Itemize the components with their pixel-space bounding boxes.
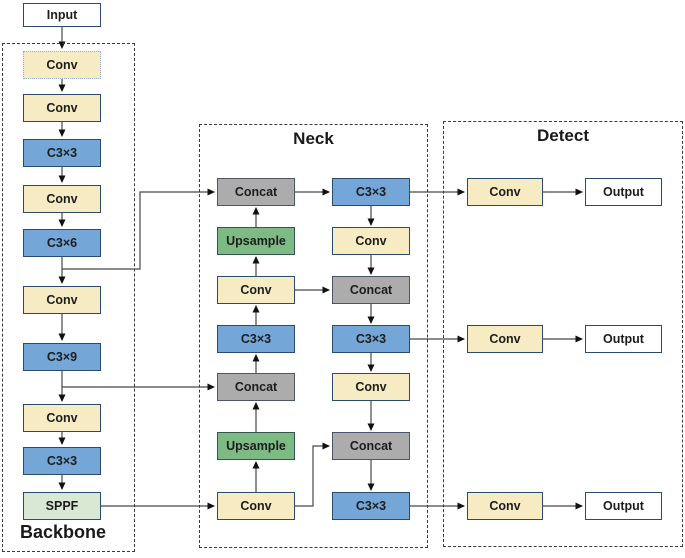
neck-conv-mid-node: Conv xyxy=(217,276,295,304)
backbone-conv-2-node: Conv xyxy=(23,185,101,213)
neck-concat-bottom-node: Concat xyxy=(332,432,410,460)
detect-conv-row3-node: Conv xyxy=(467,492,543,520)
backbone-c3x9-node: C3×9 xyxy=(23,343,101,371)
detect-output-row1-node: Output xyxy=(585,178,662,206)
backbone-section-label: Backbone xyxy=(20,522,107,542)
neck-upsample-top-node: Upsample xyxy=(217,227,295,255)
neck-upsample-bottom-node: Upsample xyxy=(217,432,295,460)
backbone-c3x3-2-node: C3×3 xyxy=(23,447,101,475)
neck-conv-right-top-node: Conv xyxy=(332,227,410,255)
backbone-section-frame xyxy=(2,43,135,552)
neck-concat-right-node: Concat xyxy=(332,276,410,304)
neck-c3x3-out-bottom-node: C3×3 xyxy=(332,492,410,520)
detect-conv-row2-node: Conv xyxy=(467,325,543,353)
neck-c3x3-out-top-node: C3×3 xyxy=(332,178,410,206)
backbone-sppf-node: SPPF xyxy=(23,492,101,520)
neck-section-frame xyxy=(199,124,428,548)
detect-section-frame xyxy=(443,121,683,547)
backbone-conv-1-node: Conv xyxy=(23,94,101,122)
detect-conv-row1-node: Conv xyxy=(467,178,543,206)
neck-section-label: Neck xyxy=(293,129,334,148)
neck-c3x3-out-mid-node: C3×3 xyxy=(332,325,410,353)
neck-conv-right-low-node: Conv xyxy=(332,373,410,401)
detect-output-row2-node: Output xyxy=(585,325,662,353)
neck-conv-bottom-node: Conv xyxy=(217,492,295,520)
backbone-conv-stem-node: Conv xyxy=(23,51,101,79)
input-node: Input xyxy=(23,3,101,27)
backbone-c3x3-node: C3×3 xyxy=(23,139,101,167)
detect-output-row3-node: Output xyxy=(585,492,662,520)
backbone-conv-3-node: Conv xyxy=(23,286,101,314)
backbone-c3x6-node: C3×6 xyxy=(23,229,101,257)
neck-c3x3-left-node: C3×3 xyxy=(217,325,295,353)
neck-concat-mid-node: Concat xyxy=(217,373,295,401)
detect-section-label: Detect xyxy=(537,126,589,145)
backbone-conv-4-node: Conv xyxy=(23,404,101,432)
neck-concat-top-node: Concat xyxy=(217,178,295,206)
